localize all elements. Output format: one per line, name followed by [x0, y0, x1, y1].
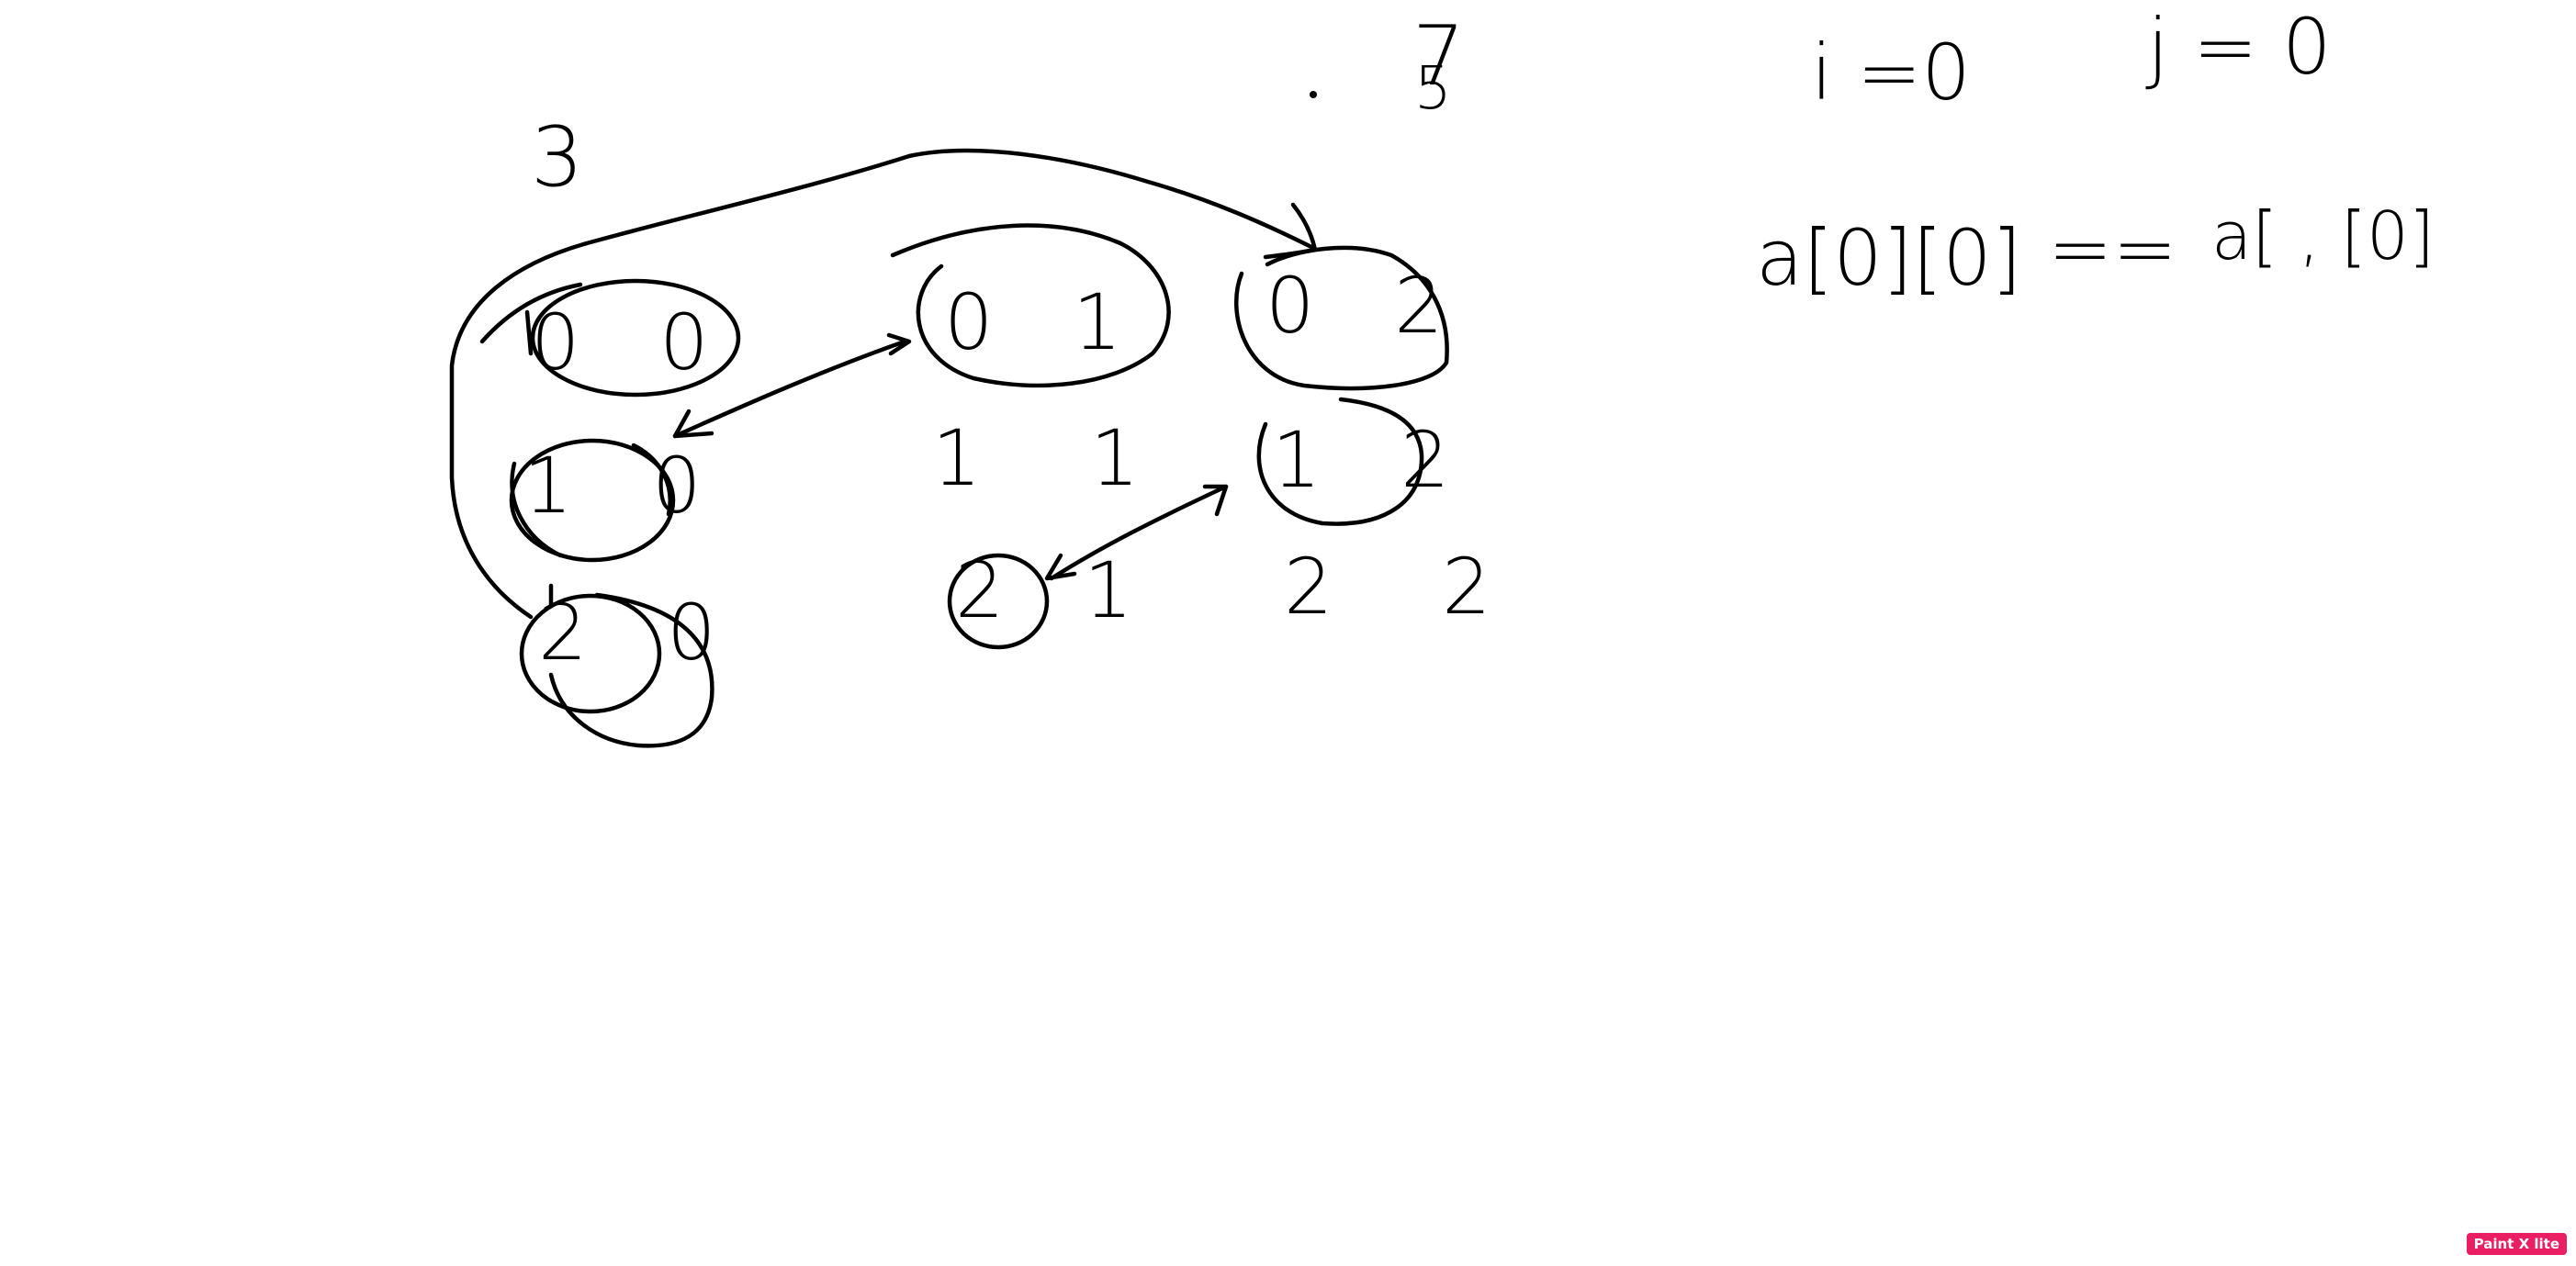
- cell-loop-12: [1256, 397, 1424, 526]
- note-op: ==: [2048, 204, 2177, 294]
- arrow-head-10: [672, 409, 714, 439]
- arrow-head-12: [1202, 484, 1229, 517]
- wrap-10: [510, 443, 672, 558]
- note-i-assign: i =0: [1811, 28, 1971, 118]
- cell-loop-21: [947, 553, 1050, 650]
- note-lhs: a[0][0]: [1756, 213, 2021, 303]
- cell-loop-20-outer: [548, 592, 714, 748]
- cell-21-label: 2 1: [955, 545, 1161, 635]
- cell-11-label: 1 1: [932, 413, 1182, 503]
- cell-01-label: 0 1: [944, 277, 1150, 367]
- arrow-tail-01: [886, 332, 912, 356]
- arrow-01-to-10: [672, 339, 907, 439]
- cell-10-label: 1 0: [523, 441, 729, 531]
- cell-00-label: 0 0: [531, 297, 737, 387]
- tick-00: [524, 309, 534, 356]
- arrow-tail-21: [1044, 553, 1077, 581]
- label-corner-left: 3: [531, 109, 583, 206]
- label-corner-top-sub: 5: [1414, 55, 1452, 123]
- cell-02-label: 0 2: [1266, 261, 1471, 351]
- arc-20-to-02: [449, 148, 1316, 620]
- cell-22-label: 2 2: [1284, 542, 1534, 632]
- app-watermark: Paint X lite: [2466, 1233, 2567, 1255]
- cell-loop-20-inner: [519, 593, 662, 714]
- cell-loop-02: [1233, 245, 1449, 391]
- arrow-21-to-12: [1049, 484, 1229, 581]
- note-rhs: a[ , [0]: [2211, 197, 2435, 274]
- cell-20-label: 2 0: [538, 588, 744, 678]
- wrap-00: [479, 282, 583, 344]
- cell-loop-10: [509, 438, 676, 563]
- note-j-assign: j = 0: [2145, 2, 2332, 92]
- cell-loop-01: [890, 223, 1171, 388]
- cell-loop-00: [530, 278, 741, 398]
- label-corner-top: 7: [1412, 8, 1465, 105]
- cell-12-label: 1 2: [1272, 415, 1478, 505]
- stray-dot: [1310, 91, 1317, 98]
